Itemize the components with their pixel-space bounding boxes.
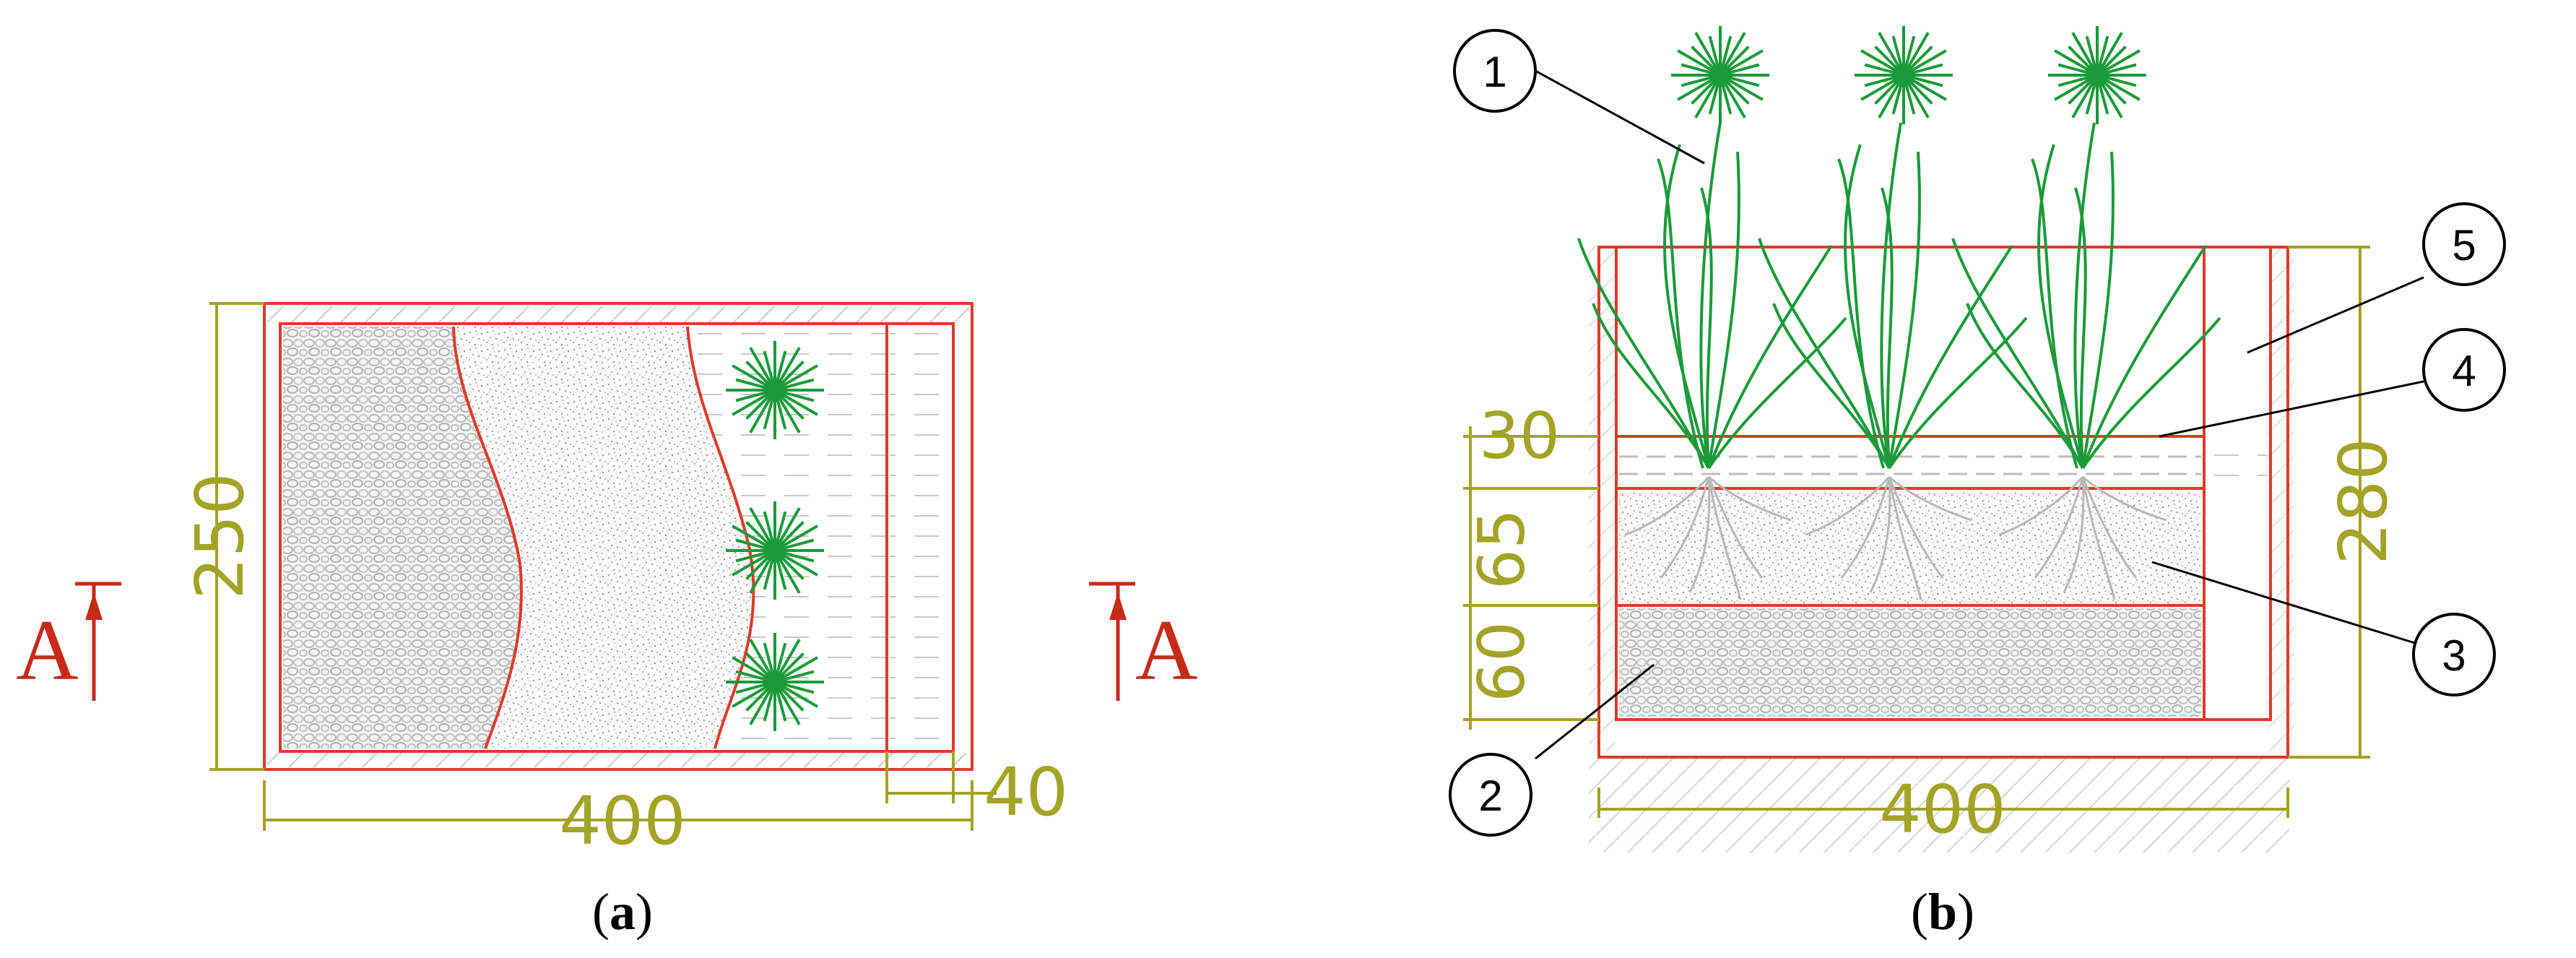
callout-2: 2 [1449,663,1655,837]
plant-icon [2048,26,2146,124]
svg-text:4: 4 [2452,347,2476,395]
sand-water-boundary-a [686,326,755,749]
plant-icon [726,633,824,731]
gravel-layer-b [1619,608,2201,717]
tank-outer-outline-b [1597,246,2289,759]
outlet-strip-a [890,327,952,748]
dimension-label-400-a: 400 [559,782,686,860]
dimension-label-280: 280 [2325,438,2402,565]
tank-inner-outline-b [1615,247,2272,721]
callout-5: 5 [2247,202,2506,354]
caption-a: (a) [592,883,653,941]
plant-icon [726,341,824,439]
callout-4: 4 [2159,328,2506,438]
dimension-label-250: 250 [181,472,259,600]
roots-b [1624,475,2167,600]
svg-text:A: A [16,602,79,698]
section-mark-right: A [1089,582,1198,701]
plant-leaves-b [1577,122,2221,470]
gravel-zone-a [283,327,521,748]
dimension-height-a [209,302,264,771]
gravel-sand-boundary-a [452,326,523,749]
plant-icon [1671,26,1769,124]
sand-zone-a [454,327,754,748]
dimension-strip-a [885,751,997,803]
plant-icon [726,501,824,600]
section-mark-left: A [16,582,121,701]
dimension-label-400-b: 400 [1879,771,2006,848]
outlet-water-b [2207,436,2268,488]
svg-text:A: A [1135,602,1198,698]
dimension-label-40: 40 [984,754,1068,831]
dimension-label-60: 60 [1465,621,1539,702]
svg-text:1: 1 [1483,48,1506,96]
dimension-height-b [2288,246,2370,759]
tank-inner-outline-a [279,322,955,753]
sand-layer-b [1619,491,2201,605]
svg-text:2: 2 [1478,772,1502,820]
panel-a-plan: 250 400 40 A A (a) [16,302,1198,941]
dimension-layers-b [1463,426,1599,730]
dimension-label-30: 30 [1479,399,1560,473]
plant-icon [1855,26,1953,124]
callout-1: 1 [1453,29,1705,165]
side-hatch-left-b [1589,246,1615,751]
tank-outer-outline-a [263,302,973,771]
dimension-label-65: 65 [1465,509,1539,590]
svg-text:3: 3 [2442,631,2466,680]
dimension-width-b [1597,787,2289,818]
wall-hatch-a [267,306,969,322]
wall-hatch-a-bottom [267,753,969,767]
water-layer-b [1619,436,2201,488]
dimension-width-a [263,780,973,831]
svg-text:5: 5 [2452,221,2476,269]
panel-b-section: 280 30 65 60 400 1 5 [1449,26,2506,941]
callout-3: 3 [2151,561,2496,696]
ground-hatch-b [1589,759,2289,853]
caption-b: (b) [1911,883,1974,941]
